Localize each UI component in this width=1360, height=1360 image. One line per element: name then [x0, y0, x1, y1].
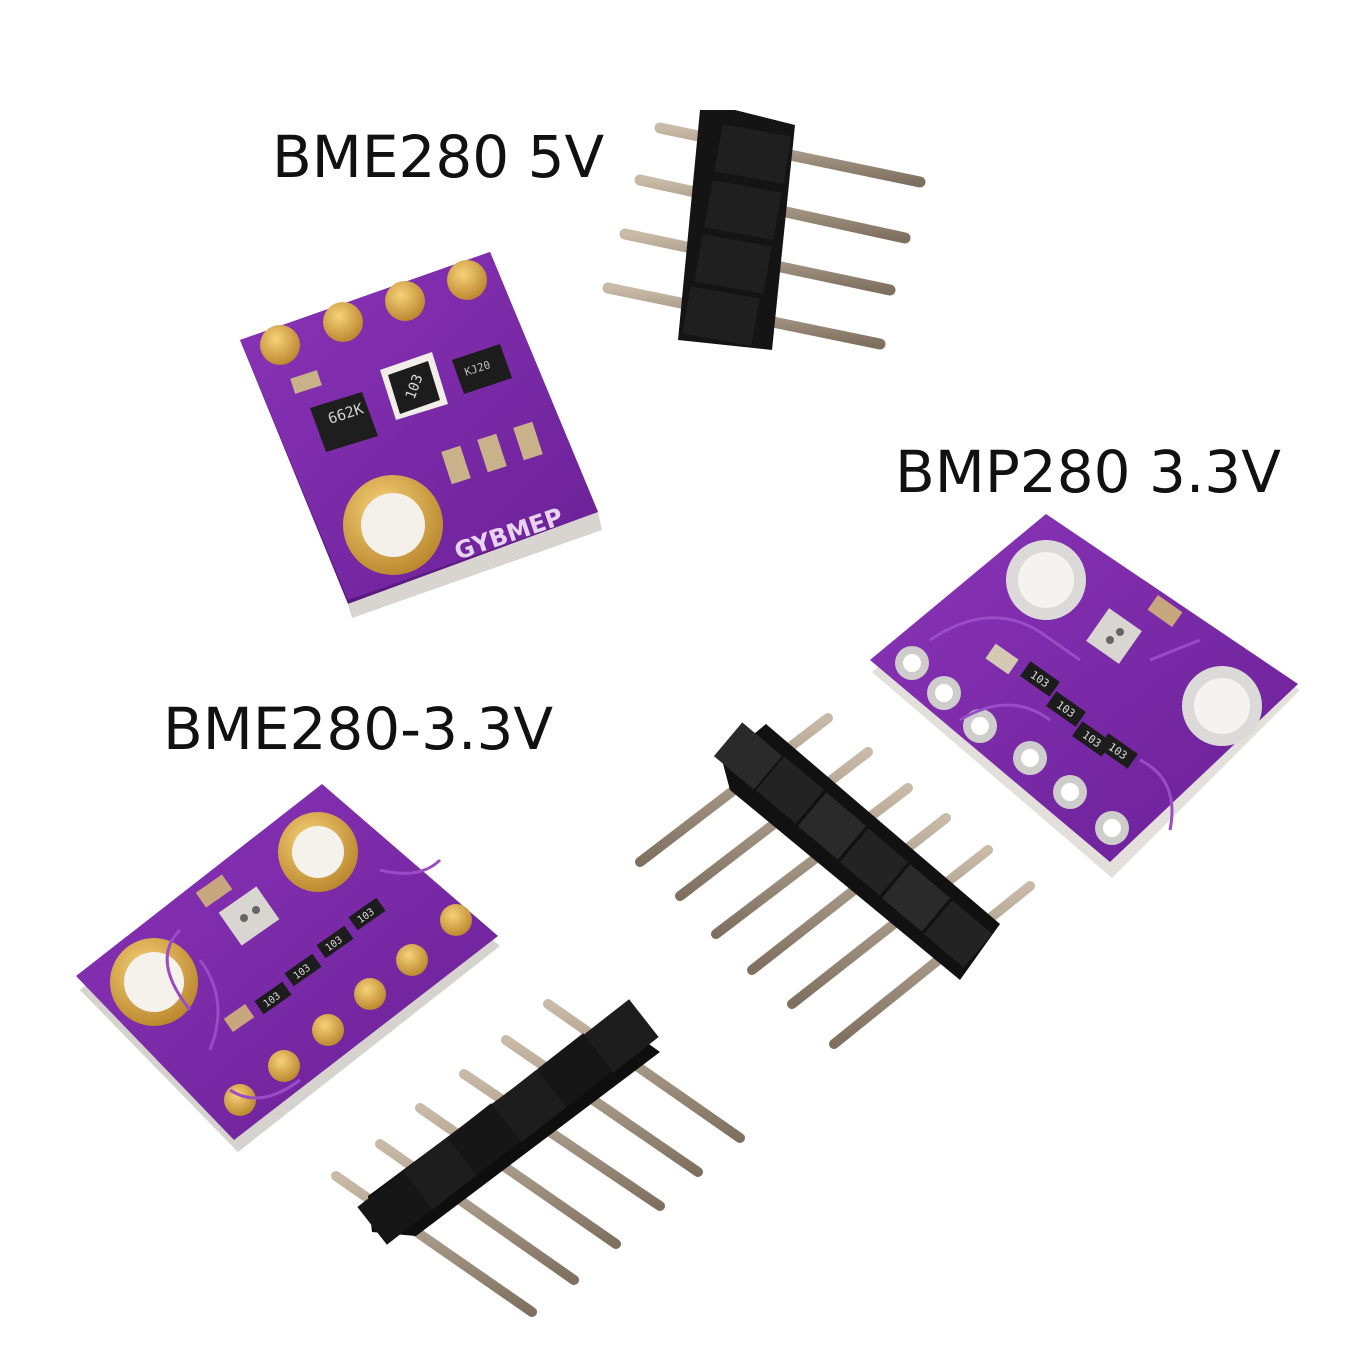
pin-header-6-bottom [331, 999, 745, 1317]
gold-pads [224, 904, 472, 1116]
bmp280-3v3-board: 103 103 103 103 [870, 514, 1300, 878]
caption-bme280-5v: BME280 5V [272, 123, 605, 191]
resistor-chips: 103 103 103 103 [1020, 661, 1138, 769]
bme280-5v-board: 662K 103 KJ20 GYBMEP [240, 252, 602, 618]
pin-header-4 [602, 110, 926, 350]
silver-pads [895, 646, 1129, 845]
bme280-3v3-board: 103 103 103 103 [76, 784, 500, 1152]
resistor-chip: 103 [380, 352, 448, 420]
sensor-chip [1086, 608, 1142, 664]
mosfet-chip: KJ20 [452, 344, 512, 394]
sensor-chip [218, 886, 280, 946]
caption-bme280-3v3: BME280-3.3V [163, 695, 554, 763]
pin-header-6-right [635, 713, 1035, 1049]
voltage-regulator-chip: 662K [310, 392, 378, 452]
gold-pads [260, 260, 487, 365]
caption-bmp280-3v3: BMP280 3.3V [895, 438, 1281, 506]
